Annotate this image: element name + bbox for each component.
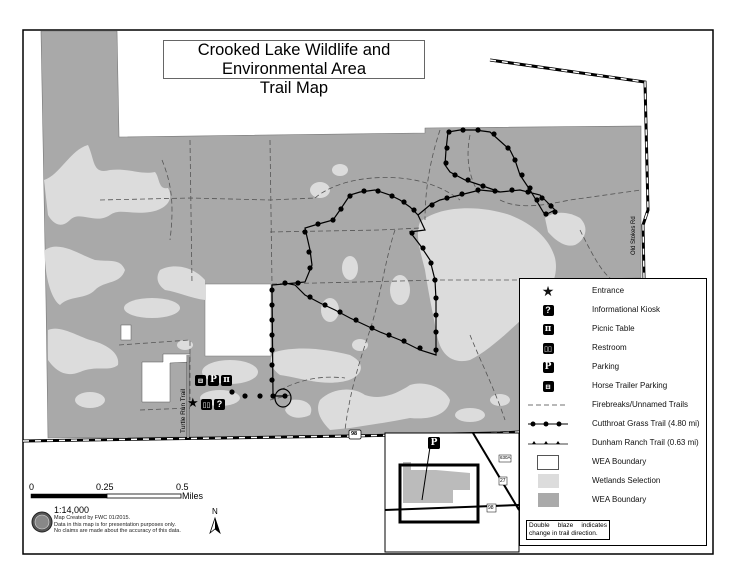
credit-line-2: Data in this map is for presentation pur… xyxy=(54,521,176,528)
scale-ratio: 1:14,000 xyxy=(54,505,90,515)
legend-wea-gray: WEA Boundary xyxy=(520,491,708,509)
white-swatch-icon xyxy=(537,454,559,470)
horse-trailer-icon: ⊟ xyxy=(195,375,206,386)
light-gray-swatch-icon xyxy=(537,474,559,488)
restroom-icon: ▯▯ xyxy=(201,399,212,410)
legend-wetlands: Wetlands Selection xyxy=(520,472,708,490)
gray-swatch-icon xyxy=(537,493,559,507)
title-line-2: Trail Map xyxy=(259,79,329,97)
legend-entrance: ★ Entrance xyxy=(541,282,625,299)
parking-icon: P xyxy=(208,375,219,386)
credit-line-3: No claims are made about the accuracy of… xyxy=(54,528,181,534)
entrance-star-icon: ★ xyxy=(187,395,199,410)
info-kiosk-icon: ? xyxy=(542,304,554,316)
legend-firebreaks: Firebreaks/Unnamed Trails xyxy=(520,396,708,414)
us98-label: 98 xyxy=(351,431,358,437)
title-line-1: Crooked Lake Wildlife and Environmental … xyxy=(197,41,391,78)
scale-tick-025: 0.25 xyxy=(96,482,114,492)
north-label: N xyxy=(212,507,218,516)
horse-trailer-icon: ⊟ xyxy=(542,380,554,392)
star-icon: ★ xyxy=(541,282,555,299)
legend-parking: P Parking xyxy=(520,358,708,376)
north-arrow xyxy=(209,516,221,535)
old-stokes-rd-label: Old Stokes Rd xyxy=(631,216,637,255)
parking-icon: P xyxy=(542,361,554,373)
picnic-table-icon: π xyxy=(221,375,232,386)
scale-unit: Miles xyxy=(182,491,204,501)
cutthroat-grass-trail xyxy=(229,127,558,408)
scale-tick-0: 0 xyxy=(29,482,35,492)
private-parcel-west xyxy=(141,353,191,403)
legend-cutthroat: Cutthroat Grass Trail (4.80 mi) xyxy=(520,415,708,433)
us98-inset-label: 98 xyxy=(488,505,494,511)
inset-map xyxy=(384,432,520,553)
turtle-run-trail-label: Turtle Run Trail xyxy=(180,388,187,433)
credit-line-1: Map Created by FWC 01/2015. xyxy=(54,515,131,521)
fwc-seal xyxy=(31,511,53,533)
scale-bar xyxy=(30,493,182,499)
inset-parking-icon: P xyxy=(428,437,440,449)
info-kiosk-icon: ? xyxy=(214,399,225,410)
legend-wea-white: WEA Boundary xyxy=(520,453,708,471)
legend-horse-trailer: ⊟ Horse Trailer Parking xyxy=(520,377,708,395)
us98-shield xyxy=(348,429,362,440)
legend: ★ Entrance ? Informational Kiosk π Picni… xyxy=(519,278,707,546)
private-parcel xyxy=(204,283,272,357)
restroom-icon: ▯▯ xyxy=(542,342,554,354)
dot-line-icon xyxy=(528,421,568,427)
double-blaze-note: Double blaze indicates change in trail d… xyxy=(526,520,610,540)
us27-label: 27 xyxy=(500,478,506,484)
cr630a-label: 630A xyxy=(500,455,511,460)
legend-kiosk: ? Informational Kiosk xyxy=(520,301,708,319)
legend-restroom: ▯▯ Restroom xyxy=(542,342,627,354)
scale-tick-05: 0.5 xyxy=(176,482,189,492)
dashed-line-icon xyxy=(528,404,568,406)
road-old-stokes xyxy=(489,58,650,279)
legend-picnic: π Picnic Table xyxy=(520,320,708,338)
picnic-table-icon: π xyxy=(542,323,554,335)
triangle-line-icon xyxy=(528,441,568,445)
private-parcel-small xyxy=(120,324,132,341)
legend-dunham: Dunham Ranch Trail (0.63 mi) xyxy=(520,434,708,452)
map-title: Crooked Lake Wildlife and Environmental … xyxy=(163,40,425,97)
map-credits: Map Created by FWC 01/2015. Data in this… xyxy=(54,515,181,535)
